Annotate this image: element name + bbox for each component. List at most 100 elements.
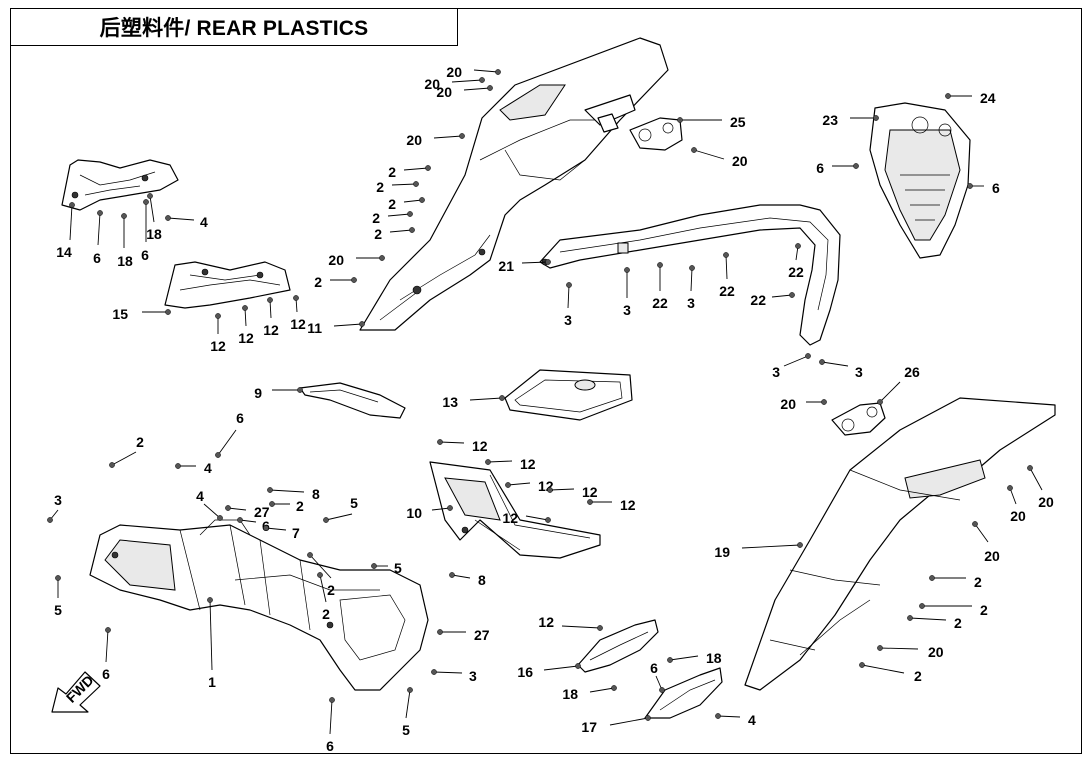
callout-label: 2	[954, 615, 962, 631]
callout-leader	[693, 149, 725, 160]
callout-label: 20	[1010, 508, 1026, 524]
callout-label: 12	[210, 338, 226, 354]
part-23-tail-housing	[869, 102, 971, 259]
part-10-floor-panel	[429, 461, 601, 559]
callout-label: 2	[314, 274, 322, 290]
fastener-marker	[407, 687, 413, 693]
fastener-marker	[269, 501, 275, 507]
callout-label: 5	[54, 602, 62, 618]
fastener-marker	[587, 499, 593, 505]
callout-label: 12	[538, 614, 554, 630]
callout-label: 6	[93, 250, 101, 266]
callout-label: 12	[520, 456, 536, 472]
callout-label: 3	[54, 492, 62, 508]
fastener-marker	[575, 663, 581, 669]
callout-label: 6	[236, 410, 244, 426]
fastener-marker	[237, 517, 243, 523]
fastener-marker	[207, 597, 213, 603]
callout-label: 12	[263, 322, 279, 338]
callout-label: 20	[424, 76, 440, 92]
callout-label: 14	[56, 244, 72, 260]
part-15-bracket	[164, 261, 291, 309]
callout-label: 22	[788, 264, 804, 280]
fastener-marker	[505, 482, 511, 488]
callout-leader	[217, 429, 237, 456]
callout-leader	[439, 441, 465, 444]
fastener-marker	[242, 305, 248, 311]
callout-label: 6	[992, 180, 1000, 196]
part-25-bracket	[597, 113, 683, 151]
callout-label: 12	[620, 497, 636, 513]
part-17-cover	[644, 667, 723, 719]
callout-label: 9	[254, 385, 262, 401]
callout-leader	[473, 69, 499, 73]
callout-label: 6	[326, 738, 334, 754]
callout-label: 3	[623, 302, 631, 318]
callout-label: 2	[376, 179, 384, 195]
fastener-marker	[611, 685, 617, 691]
callout-label: 18	[706, 650, 722, 666]
fastener-marker	[723, 252, 729, 258]
fwd-arrow-icon: FWD	[51, 671, 101, 713]
fastener-marker	[945, 93, 951, 99]
fastener-marker	[795, 243, 801, 249]
fastener-marker	[69, 202, 75, 208]
fastener-marker	[499, 395, 505, 401]
fastener-marker	[624, 267, 630, 273]
fastener-marker	[907, 615, 913, 621]
callout-label: 10	[406, 505, 422, 521]
callout-leader	[167, 217, 195, 221]
fastener-marker	[407, 211, 413, 217]
callout-leader	[741, 544, 801, 549]
fastener-marker	[877, 645, 883, 651]
fastener-marker	[47, 517, 53, 523]
fastener-marker	[215, 452, 221, 458]
callout-leader	[543, 665, 579, 671]
callout-leader	[879, 381, 901, 403]
callout-label: 20	[328, 252, 344, 268]
callout-label: 20	[780, 396, 796, 412]
fastener-marker	[667, 657, 673, 663]
callout-leader	[879, 647, 919, 650]
callout-leader	[783, 355, 809, 367]
callout-leader	[111, 451, 137, 466]
callout-label: 23	[822, 112, 838, 128]
callout-leader	[507, 482, 531, 486]
fastener-marker	[967, 183, 973, 189]
callout-label: 3	[469, 668, 477, 684]
callout-leader	[463, 87, 491, 91]
fastener-marker	[789, 292, 795, 298]
callout-label: 19	[714, 544, 730, 560]
fastener-marker	[547, 487, 553, 493]
fastener-marker	[1007, 485, 1013, 491]
part-9-trim	[299, 382, 406, 419]
fastener-marker	[447, 505, 453, 511]
callout-leader	[909, 617, 947, 621]
fastener-marker	[409, 227, 415, 233]
callout-label: 4	[204, 460, 212, 476]
fastener-marker	[431, 669, 437, 675]
callout-label: 3	[772, 364, 780, 380]
fastener-marker	[929, 575, 935, 581]
fastener-marker	[379, 255, 385, 261]
part-19-large-fender	[744, 397, 1056, 691]
callout-label: 2	[980, 602, 988, 618]
callout-label: 5	[350, 495, 358, 511]
callout-label: 25	[730, 114, 746, 130]
callout-leader	[203, 503, 221, 519]
fastener-marker	[165, 309, 171, 315]
callout-label: 20	[928, 644, 944, 660]
callout-label: 18	[117, 253, 133, 269]
callout-label: 2	[136, 434, 144, 450]
callout-leader	[433, 135, 463, 139]
callout-label: 21	[498, 258, 514, 274]
fastener-marker	[689, 265, 695, 271]
callout-label: 27	[254, 504, 270, 520]
fastener-marker	[495, 69, 501, 75]
callout-label: 5	[402, 722, 410, 738]
fastener-marker	[566, 282, 572, 288]
fastener-marker	[293, 295, 299, 301]
part-13-tray	[504, 369, 633, 421]
callout-label: 22	[750, 292, 766, 308]
